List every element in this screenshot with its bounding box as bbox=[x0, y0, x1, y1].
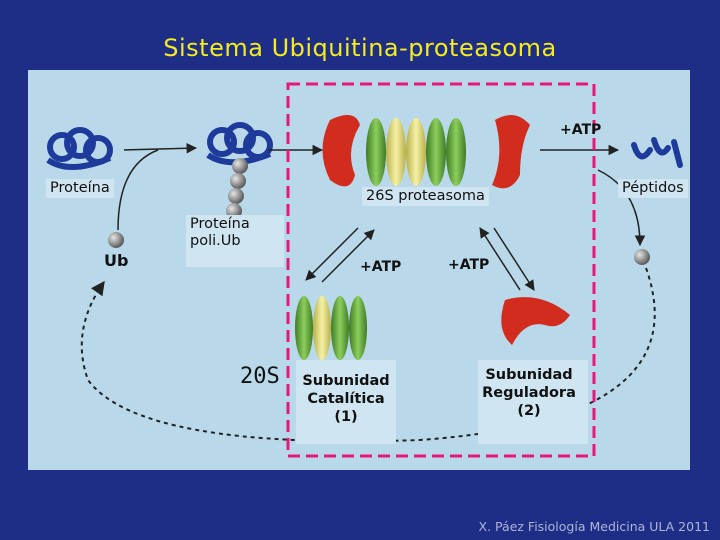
atp-right-label: +ATP bbox=[448, 257, 490, 273]
regulatory-subunit-icon bbox=[501, 297, 570, 345]
s20-label: 20S bbox=[240, 364, 280, 389]
ubiquitin-ball-icon bbox=[108, 232, 124, 248]
atp-top-label: +ATP bbox=[560, 122, 602, 138]
arrow-ub-release bbox=[597, 169, 646, 247]
protein-coil-icon bbox=[46, 127, 113, 171]
proteasome-26s-label: 26S proteasoma bbox=[362, 187, 489, 207]
catalytic-subunit-icon bbox=[295, 296, 367, 360]
proteasome-26s-icon bbox=[322, 115, 530, 189]
arrow-regulatory-up bbox=[479, 227, 521, 291]
credit: X. Páez Fisiología Medicina ULA 2011 bbox=[478, 519, 710, 534]
arrow-regulatory-down bbox=[493, 227, 535, 291]
catalytic-label: Subunidad Catalítica (1) bbox=[302, 373, 390, 426]
poly-ub-label: Proteína poli.Ub bbox=[186, 215, 284, 267]
ubiquitin-ball-right-icon bbox=[634, 249, 650, 265]
poly-ub-protein-icon bbox=[206, 122, 273, 219]
page-title: Sistema Ubiquitina-proteasoma bbox=[163, 34, 557, 62]
ub-label: Ub bbox=[104, 251, 129, 270]
peptides-label: Péptidos bbox=[618, 179, 688, 199]
peptides-icon bbox=[631, 137, 683, 168]
arrow-catalytic-down bbox=[305, 227, 359, 281]
proteasome-highlight-box bbox=[286, 82, 596, 458]
protein-label: Proteína bbox=[46, 179, 114, 199]
arrow-protein-to-polyub bbox=[123, 143, 198, 154]
arrow-catalytic-up bbox=[321, 229, 375, 283]
arrow-ub-join bbox=[117, 149, 159, 231]
regulatory-label: Subunidad Reguladora (2) bbox=[482, 367, 576, 420]
atp-left-label: +ATP bbox=[360, 259, 402, 275]
